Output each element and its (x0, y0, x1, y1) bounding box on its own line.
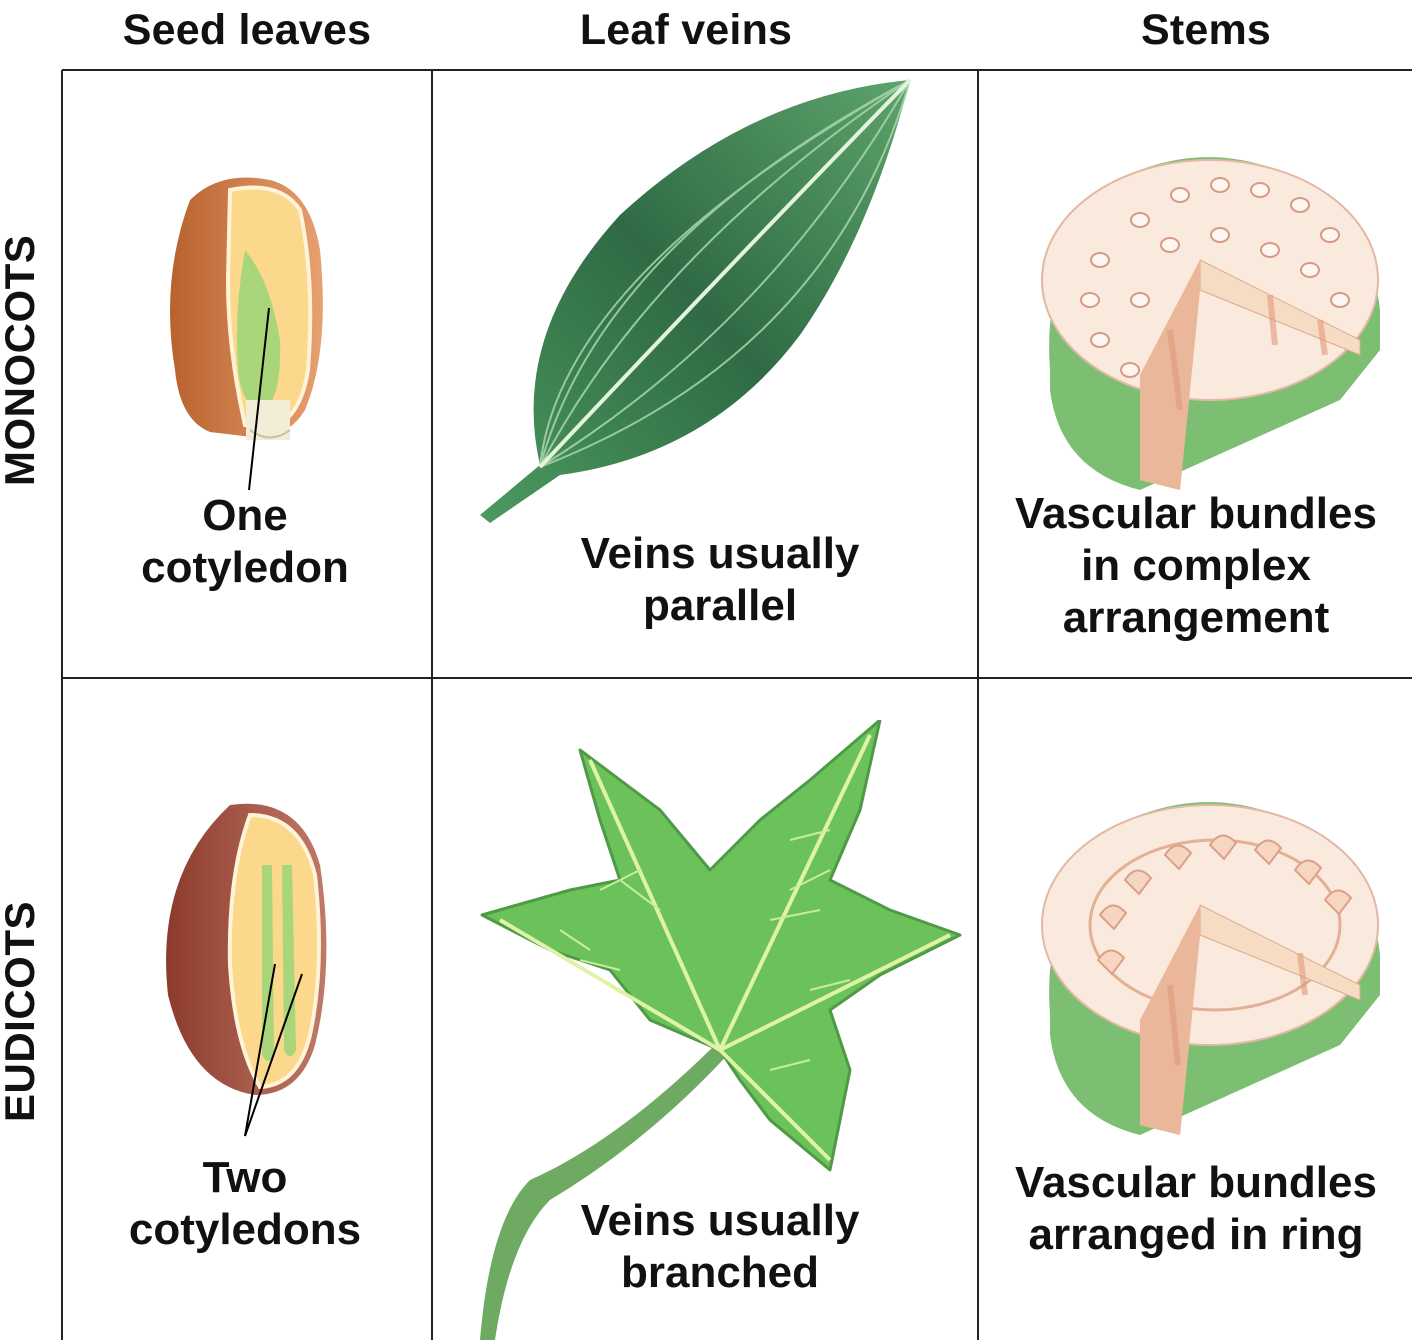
monocot-stem-cross-section-illustration (1030, 140, 1390, 500)
caption-vascular-bundles-complex: Vascular bundles in complex arrangement (990, 488, 1402, 644)
caption-veins-usually-branched: Veins usually branched (520, 1195, 920, 1299)
caption-one-cotyledon: One cotyledon (80, 490, 410, 594)
caption-vascular-bundles-ring: Vascular bundles arranged in ring (990, 1157, 1402, 1261)
monocot-leaf-parallel-veins-illustration (470, 75, 920, 535)
caption-two-cotyledons: Two cotyledons (80, 1152, 410, 1256)
eudicot-stem-cross-section-illustration (1030, 785, 1390, 1145)
caption-veins-usually-parallel: Veins usually parallel (520, 528, 920, 632)
